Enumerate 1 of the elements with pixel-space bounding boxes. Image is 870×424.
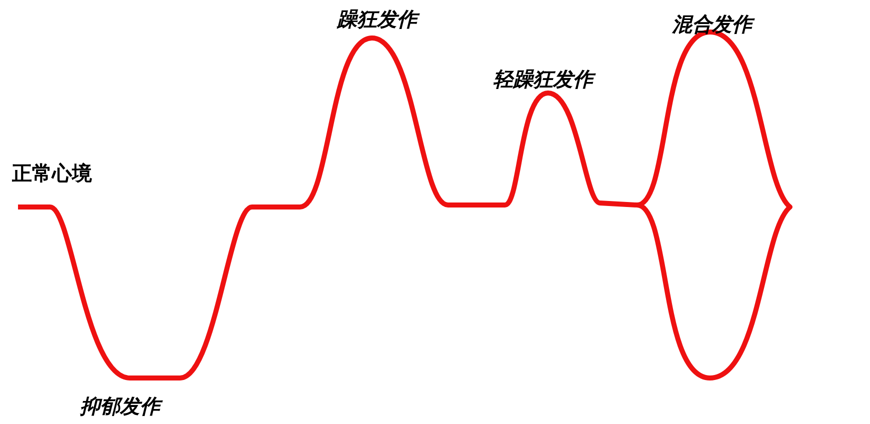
baseline-label: 正常心境 bbox=[12, 163, 92, 183]
